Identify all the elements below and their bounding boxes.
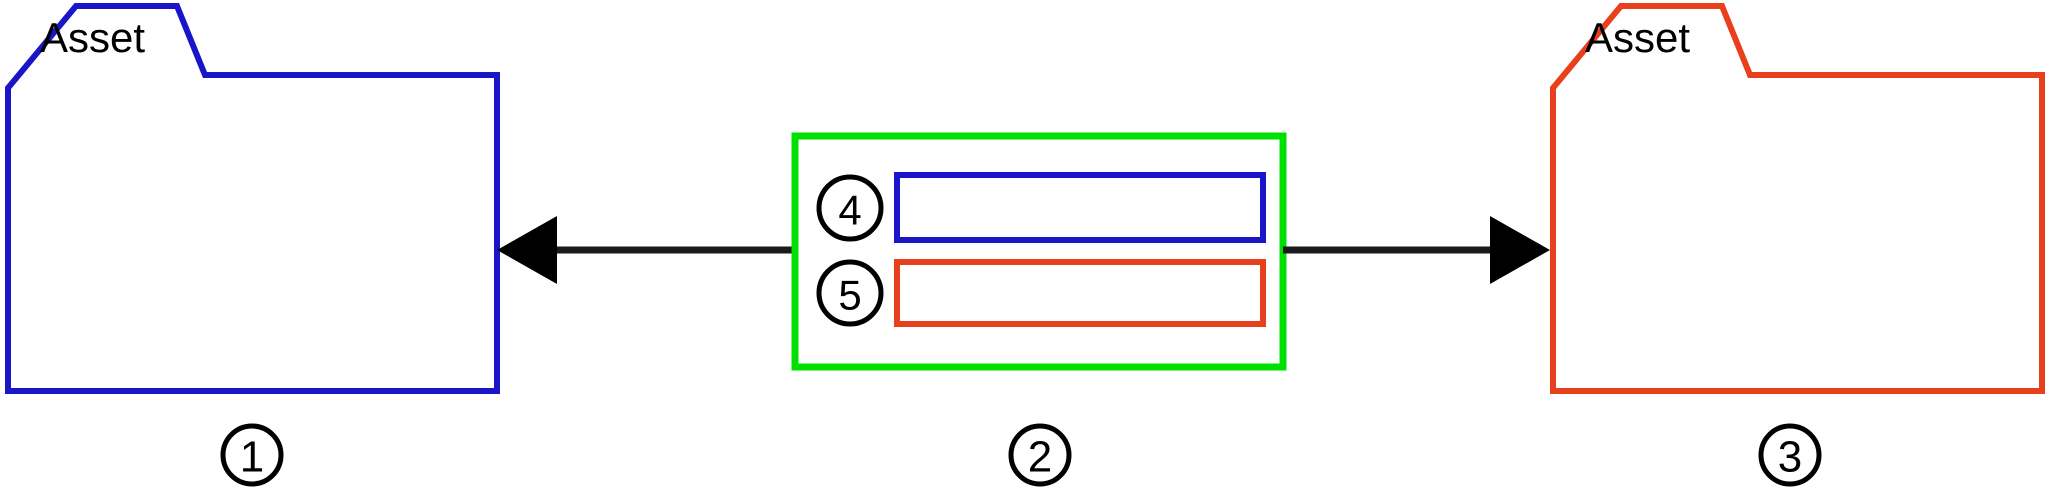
callout-1-label: 1	[240, 433, 264, 482]
arrow-left-to-asset	[497, 216, 795, 284]
folder-outline-blue[interactable]	[5, 2, 500, 394]
callout-5-label: 5	[838, 272, 861, 319]
callout-4-label: 4	[838, 187, 861, 234]
inner-rect-red[interactable]	[894, 259, 1266, 327]
group-box-outline-green[interactable]	[791, 132, 1287, 371]
group-row-red[interactable]: 5	[816, 259, 1266, 327]
left-asset-label: Asset	[40, 14, 145, 61]
callout-3: 3	[1758, 423, 1822, 487]
inner-rect-blue[interactable]	[894, 172, 1266, 243]
callout-2-circle	[1008, 423, 1072, 487]
callout-3-label: 3	[1778, 433, 1802, 482]
left-asset-folder[interactable]: Asset	[5, 2, 500, 394]
callout-5-circle	[816, 259, 884, 327]
center-mapping-group[interactable]: 4 5	[791, 132, 1287, 371]
right-asset-folder[interactable]: Asset	[1550, 2, 2045, 394]
arrow-right-head-icon	[1490, 216, 1550, 284]
group-row-blue[interactable]: 4	[816, 172, 1266, 243]
callout-2-label: 2	[1028, 433, 1052, 482]
arrow-left-head-icon	[497, 216, 557, 284]
callout-1-circle	[220, 423, 284, 487]
folder-outline-red[interactable]	[1550, 2, 2045, 394]
right-asset-label: Asset	[1585, 14, 1690, 61]
callout-2: 2	[1008, 423, 1072, 487]
callout-1: 1	[220, 423, 284, 487]
callout-4-circle	[816, 174, 884, 242]
arrow-right-to-asset	[1283, 216, 1550, 284]
callout-3-circle	[1758, 423, 1822, 487]
